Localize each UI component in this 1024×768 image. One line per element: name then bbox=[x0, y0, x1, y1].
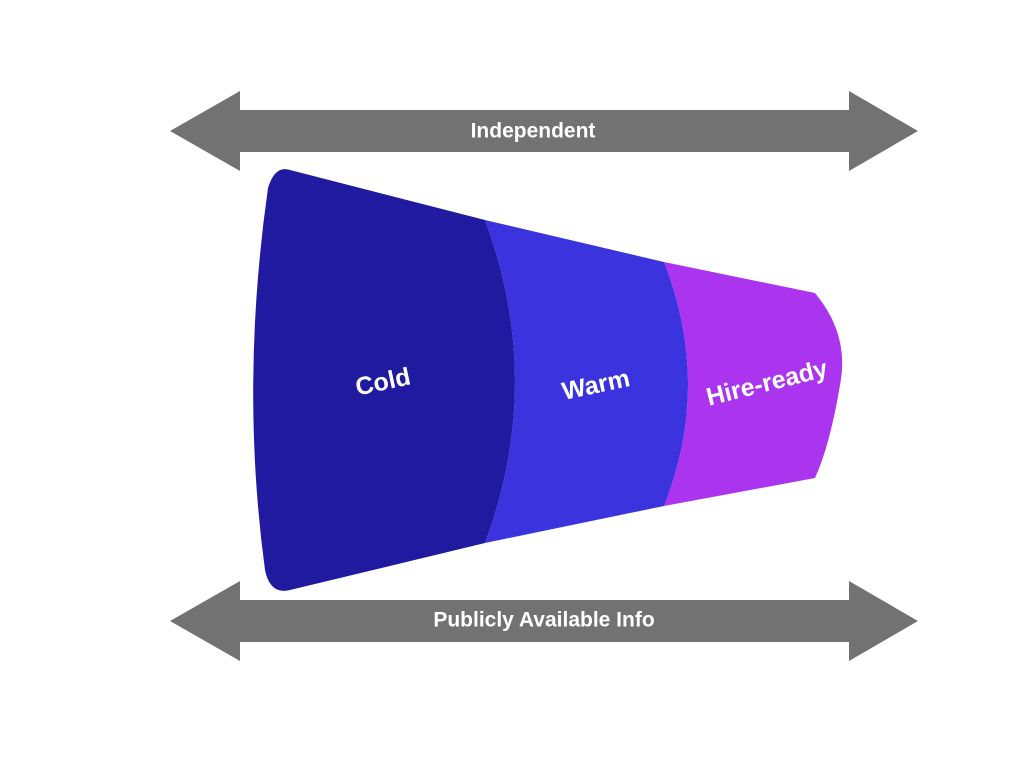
bottom-arrow-label: Publicly Available Info bbox=[433, 609, 654, 632]
top-arrow: Independent bbox=[170, 91, 918, 171]
funnel bbox=[253, 169, 843, 591]
top-arrow-label: Independent bbox=[471, 120, 596, 143]
stage-hire-ready bbox=[664, 262, 843, 506]
bottom-arrow-shape bbox=[170, 581, 918, 661]
stage-cold bbox=[253, 169, 515, 591]
bottom-arrow: Publicly Available Info bbox=[170, 581, 918, 661]
stage-warm bbox=[485, 220, 688, 543]
top-arrow-shape bbox=[170, 91, 918, 171]
